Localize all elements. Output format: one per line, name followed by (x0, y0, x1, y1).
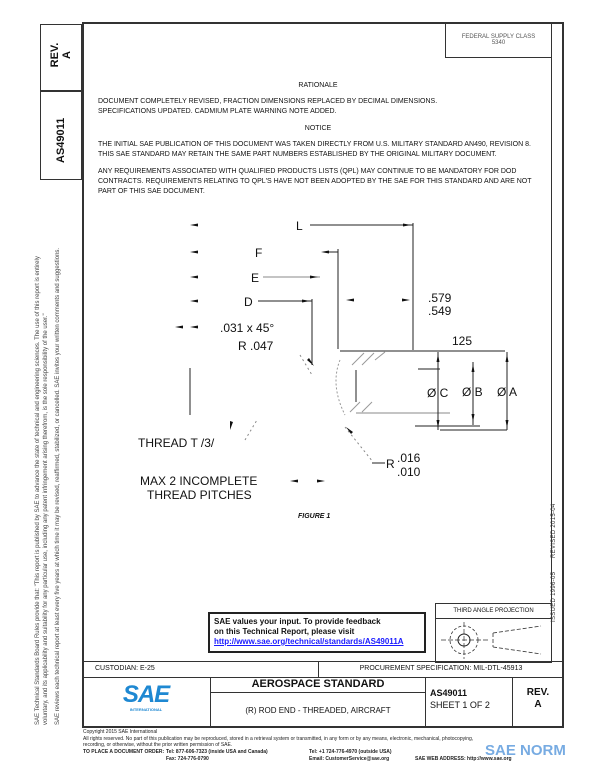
notice-heading: NOTICE (304, 125, 332, 132)
fsc-value: 5340 (491, 40, 506, 46)
procurement-spec: PROCUREMENT SPECIFICATION: MIL-DTL-45913 (359, 665, 523, 672)
logo-subtext: INTERNATIONAL (129, 707, 163, 712)
label-dim-max: .579 (428, 291, 452, 305)
pitch-arrowheads (290, 479, 325, 483)
label-incomplete: MAX 2 INCOMPLETE (140, 474, 257, 488)
label-r-max: .016 (397, 451, 421, 465)
frame-right-rule (551, 22, 552, 662)
doc-number-cell: AS49011 SHEET 1 OF 2 (425, 677, 513, 728)
notice-paragraph: ANY REQUIREMENTS ASSOCIATED WITH QUALIFI… (98, 168, 532, 195)
left-arrowheads (175, 223, 198, 329)
label-r-min: .010 (397, 465, 421, 479)
label-r: R (386, 457, 395, 471)
feedback-text: SAE values your input. To provide feedba… (214, 617, 381, 626)
dia-arrowheads (436, 354, 509, 428)
rev-cell: REV. A (512, 677, 564, 728)
title-heading-cell: AEROSPACE STANDARD (210, 677, 426, 693)
sae-logo: SAE INTERNATIONAL (83, 681, 209, 713)
feedback-text: on this Technical Report, please visit (214, 627, 355, 636)
label-dia-c: Ø C (427, 386, 449, 400)
label-finish: 125 (452, 334, 472, 348)
arrowheads (175, 223, 509, 483)
order-tel: Tel: 877-606-7323 (inside USA and Canada… (166, 748, 268, 755)
order-fax: Fax: 724-776-0790 (166, 755, 209, 762)
procurement-cell: PROCUREMENT SPECIFICATION: MIL-DTL-45913 (318, 661, 564, 678)
sheet-number: SHEET 1 OF 2 (430, 700, 490, 710)
custodian-cell: CUSTODIAN: E-25 (82, 661, 319, 678)
label-dim-min: .549 (428, 304, 452, 318)
notice-paragraph: THE INITIAL SAE PUBLICATION OF THIS DOCU… (98, 141, 531, 158)
fsc-box: FEDERAL SUPPLY CLASS 5340 (445, 22, 552, 58)
rationale-text: DOCUMENT COMPLETELY REVISED, FRACTION DI… (98, 98, 438, 115)
rev-value: A (534, 699, 542, 710)
rights-text: All rights reserved. No part of this pub… (83, 735, 474, 742)
fsc-label: FEDERAL SUPPLY CLASS (461, 34, 536, 40)
label-d: D (244, 295, 253, 309)
label-thread-pitches: THREAD PITCHES (147, 488, 252, 502)
leader-arrowheads (230, 358, 353, 434)
copyright: Copyright 2015 SAE International (83, 729, 158, 735)
logo-text: SAE (122, 681, 170, 708)
projection-box: THIRD ANGLE PROJECTION (435, 603, 552, 663)
order-label: TO PLACE A DOCUMENT ORDER: (83, 748, 165, 755)
label-f: F (255, 246, 262, 260)
figure-caption: FIGURE 1 (298, 513, 330, 520)
web-address: SAE WEB ADDRESS: http://www.sae.org (415, 755, 512, 762)
label-radius: R .047 (238, 339, 274, 353)
logo-cell: SAE INTERNATIONAL (82, 677, 211, 728)
doc-number: AS49011 (430, 688, 468, 698)
side-doc-box: AS49011 (40, 90, 82, 180)
label-dia-b: Ø B (462, 385, 483, 399)
revised-date: REVISED 2015-04 (551, 503, 557, 558)
projection-label: THIRD ANGLE PROJECTION (436, 604, 551, 619)
order-tel-intl: Tel: +1 724-776-4970 (outside USA) (309, 748, 392, 755)
label-dia-a: Ø A (497, 385, 517, 399)
rationale-heading: RATIONALE (298, 82, 338, 89)
footer: Copyright 2015 SAE International All rig… (83, 729, 563, 763)
rev-label: REV. (526, 687, 550, 698)
label-thread: THREAD T /3/ (138, 436, 215, 450)
dim-arrowheads (302, 223, 411, 303)
title-cell: (R) ROD END - THREADED, AIRCRAFT (210, 692, 426, 728)
third-angle-projection-icon (441, 622, 542, 659)
leader-lines (244, 354, 374, 463)
label-e: E (251, 271, 259, 285)
label-l: L (296, 219, 303, 233)
feedback-link[interactable]: http://www.sae.org/technical/standards/A… (214, 637, 404, 646)
standard-type: AEROSPACE STANDARD (251, 678, 385, 690)
document-title: (R) ROD END - THREADED, AIRCRAFT (245, 706, 391, 715)
label-chamfer: .031 x 45° (220, 321, 274, 335)
watermark: SAE NORM (485, 742, 566, 759)
feedback-box: SAE values your input. To provide feedba… (208, 612, 426, 653)
order-email: Email: CustomerService@sae.org (309, 755, 390, 762)
side-rev-box: REV. A (40, 24, 82, 92)
custodian: CUSTODIAN: E-25 (95, 665, 155, 672)
hatch-arc (335, 359, 346, 416)
hatching (349, 351, 386, 413)
rights-text: recording, or otherwise, without the pri… (83, 742, 233, 748)
